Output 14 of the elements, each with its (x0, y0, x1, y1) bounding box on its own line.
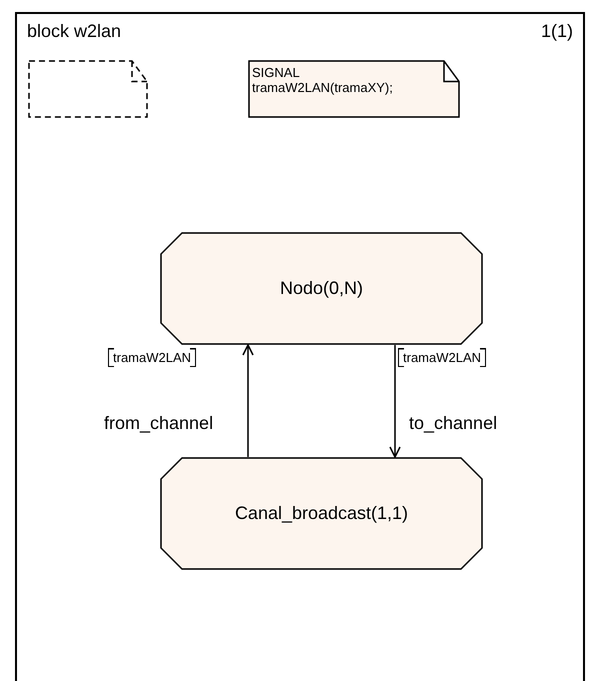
signal-declaration: SIGNAL tramaW2LAN(tramaXY); (252, 65, 394, 95)
block-name: Canal_broadcast(1,1) (234, 502, 410, 524)
channel-name: from_channel (103, 413, 214, 434)
channel-arrow (389, 345, 401, 458)
signal-list: tramaW2LAN (398, 348, 486, 367)
channel-arrow (242, 344, 254, 457)
frame-title: block w2lan (27, 21, 122, 42)
signal-list: tramaW2LAN (108, 348, 196, 367)
block-name: Nodo(0,N) (278, 278, 364, 298)
page-number: 1(1) (540, 21, 573, 42)
text-symbol (248, 60, 460, 118)
page-symbol (28, 60, 148, 118)
block-frame (15, 12, 585, 681)
channel-name: to_channel (408, 413, 498, 434)
